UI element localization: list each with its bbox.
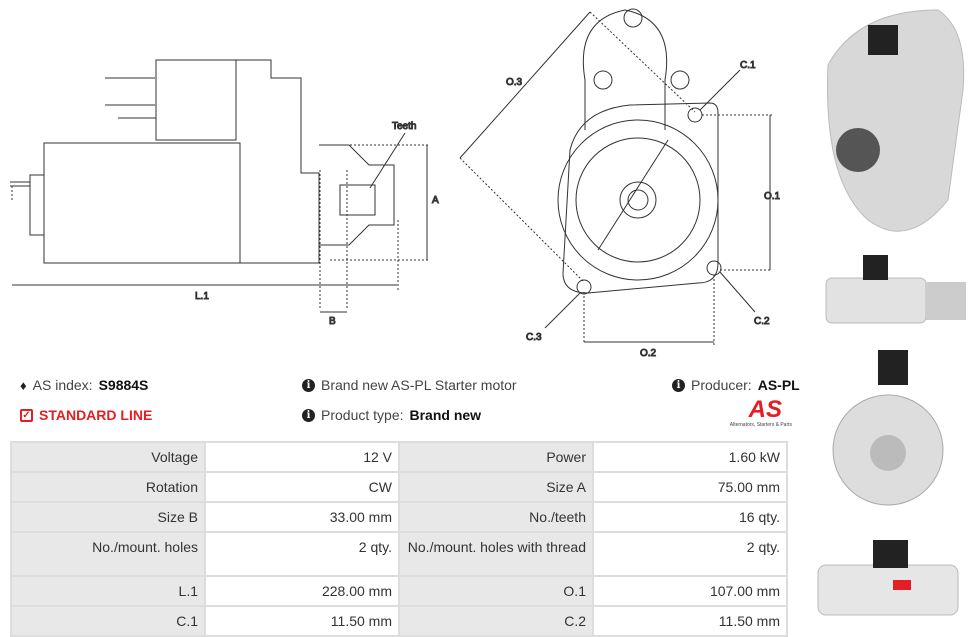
spec-label: Size B — [10, 501, 206, 533]
spec-label: Voltage — [10, 441, 206, 473]
spec-label: Size A — [398, 471, 594, 503]
producer: i Producer: AS-PL — [672, 377, 800, 393]
side-view-drawing: Teeth A B L.1 — [10, 50, 450, 328]
standard-line-label: STANDARD LINE — [39, 407, 153, 423]
spec-value: 1.60 kW — [592, 441, 788, 473]
info-icon: i — [672, 378, 685, 392]
spec-value: 2 qty. — [204, 531, 400, 577]
teeth-label: Teeth — [392, 121, 416, 132]
l1-label: L.1 — [195, 291, 209, 302]
o1-label: O.1 — [764, 191, 781, 202]
a-label: A — [432, 195, 439, 206]
spec-value: 11.50 mm — [592, 605, 788, 637]
product-photo-front[interactable] — [808, 5, 968, 250]
description-text: Brand new AS-PL Starter motor — [321, 377, 517, 393]
spec-label: O.1 — [398, 575, 594, 607]
c1-label: C.1 — [740, 60, 756, 71]
b-label: B — [329, 316, 336, 327]
spec-label: C.2 — [398, 605, 594, 637]
c2-label: C.2 — [754, 316, 770, 327]
as-index-value: S9884S — [98, 377, 149, 393]
as-pl-logo: AS Alternators, Starters & Parts — [716, 398, 792, 428]
product-photo-rear[interactable] — [808, 345, 968, 525]
spec-label: Rotation — [10, 471, 206, 503]
product-type-value: Brand new — [409, 407, 482, 423]
spec-value: 12 V — [204, 441, 400, 473]
spec-value: 2 qty. — [592, 531, 788, 577]
description: i Brand new AS-PL Starter motor — [302, 377, 517, 393]
info-icon: i — [302, 408, 315, 422]
product-type: i Product type: Brand new — [302, 407, 481, 423]
spec-value: 11.50 mm — [204, 605, 400, 637]
spec-value: 107.00 mm — [592, 575, 788, 607]
o3-label: O.3 — [506, 77, 523, 88]
spec-value: CW — [204, 471, 400, 503]
spec-value: 75.00 mm — [592, 471, 788, 503]
producer-label: Producer: — [691, 377, 752, 393]
as-index-label: AS index: — [32, 377, 93, 393]
product-type-label: Product type: — [321, 407, 404, 423]
spec-label: L.1 — [10, 575, 206, 607]
checkbox-checked-icon: ✓ — [20, 408, 33, 422]
spec-label: No./mount. holes with thread — [398, 531, 594, 577]
standard-line-badge: ✓ STANDARD LINE — [20, 407, 152, 423]
spec-value: 16 qty. — [592, 501, 788, 533]
product-photo-angled[interactable] — [808, 535, 968, 630]
spec-label: C.1 — [10, 605, 206, 637]
info-icon: i — [302, 378, 315, 392]
spec-label: Power — [398, 441, 594, 473]
product-photo-side[interactable] — [808, 250, 968, 335]
tag-icon: ♦ — [20, 377, 27, 393]
as-index: ♦ AS index: S9884S — [20, 377, 148, 393]
spec-label: No./teeth — [398, 501, 594, 533]
spec-label: No./mount. holes — [10, 531, 206, 577]
producer-value: AS-PL — [757, 377, 800, 393]
logo-tagline: Alternators, Starters & Parts — [729, 422, 792, 428]
front-view-drawing: O.3 C.1 O.1 C.2 C.3 O.2 — [459, 8, 781, 360]
c3-label: C.3 — [526, 332, 542, 343]
spec-value: 228.00 mm — [204, 575, 400, 607]
o2-label: O.2 — [640, 348, 657, 359]
spec-value: 33.00 mm — [204, 501, 400, 533]
logo-mark: AS — [716, 398, 792, 422]
